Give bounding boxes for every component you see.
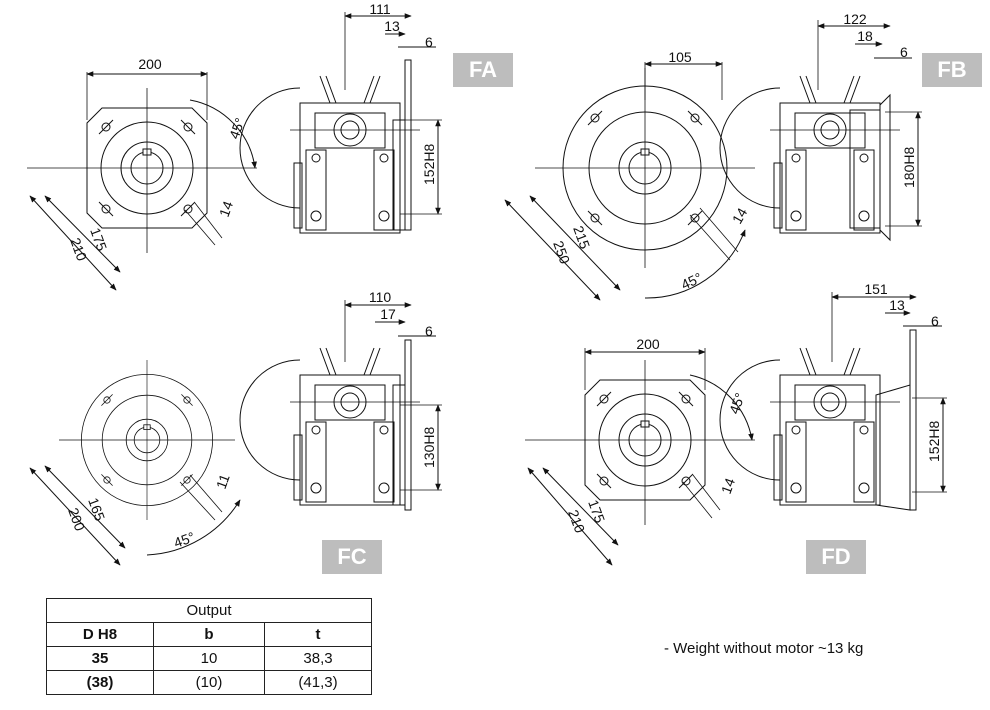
fd-badge: FD	[806, 540, 866, 574]
fc-thickness-dim: 6	[425, 323, 433, 339]
weight-note: - Weight without motor ~13 kg	[664, 640, 864, 657]
cell-d: 35	[46, 646, 154, 671]
fc-overall-dim: 110	[369, 289, 392, 305]
cell-t: 38,3	[264, 646, 372, 671]
table-row: (38) (10) (41,3)	[46, 670, 372, 695]
fb-angle-dim: 45°	[679, 269, 705, 292]
fb-spigot-dim: 18	[857, 28, 873, 44]
fc-outer-dim: 200	[65, 506, 88, 534]
fa-angle-dim: 45°	[226, 116, 248, 141]
fa-spigot-dim: 13	[384, 18, 400, 34]
cell-b: (10)	[153, 670, 265, 695]
fb-pcd-dim: 215	[570, 224, 593, 252]
fa-thickness-dim: 6	[425, 34, 433, 50]
fd-overall-dim: 151	[864, 281, 888, 297]
table-header-row: D H8 b t	[46, 622, 372, 647]
fd-pcd-dim: 175	[585, 498, 608, 526]
fa-overall-dim: 111	[369, 1, 390, 17]
fc-pcd-dim: 165	[85, 496, 108, 524]
fa-outer-dim: 210	[67, 236, 90, 264]
fb-hole-dim: 14	[729, 205, 751, 227]
fb-overall-dim: 122	[843, 11, 867, 27]
cell-b: 10	[153, 646, 265, 671]
fa-width-dim: 200	[138, 56, 162, 72]
fc-front-view: 165 200 45° 11	[29, 359, 241, 566]
fd-side-view: 151 13 6 152H8	[719, 281, 947, 511]
fc-badge: FC	[322, 540, 382, 574]
fa-hole-dim: 14	[216, 199, 236, 219]
fd-hole-dim: 14	[718, 476, 738, 496]
fa-side-view: 111 13 6 152H8	[239, 1, 442, 234]
fd-width-dim: 200	[636, 336, 660, 352]
fa-front-view: 200 175 210 45° 14	[26, 56, 258, 291]
header-t: t	[264, 622, 372, 647]
fb-pilot-dim: 180H8	[901, 147, 917, 188]
fc-pilot-dim: 130H8	[421, 427, 437, 468]
fd-spigot-dim: 13	[889, 297, 905, 313]
fc-side-view: 110 17 6 130H8	[239, 289, 442, 511]
table-row: 35 10 38,3	[46, 646, 372, 671]
fd-outer-dim: 210	[565, 508, 588, 536]
fb-badge: FB	[922, 53, 982, 87]
output-table: Output D H8 b t 35 10 38,3 (38) (10) (41…	[46, 598, 372, 695]
fb-thickness-dim: 6	[900, 44, 908, 60]
fb-outer-dim: 250	[550, 239, 573, 267]
fb-side-view: 122 18 6 180H8	[719, 11, 922, 242]
fd-angle-dim: 45°	[726, 391, 748, 416]
fc-hole-dim: 11	[213, 472, 233, 491]
fa-pcd-dim: 175	[87, 226, 110, 254]
table-caption: Output	[46, 598, 372, 623]
cell-d: (38)	[46, 670, 154, 695]
header-d: D H8	[46, 622, 154, 647]
fa-pilot-dim: 152H8	[421, 144, 437, 185]
fd-pilot-dim: 152H8	[926, 421, 942, 462]
fc-spigot-dim: 17	[380, 306, 396, 322]
header-b: b	[153, 622, 265, 647]
fb-front-view: 105 215 250 45° 14	[504, 49, 756, 301]
fd-front-view: 200 175 210 45° 14	[524, 336, 756, 566]
fa-badge: FA	[453, 53, 513, 87]
fb-width-dim: 105	[668, 49, 692, 65]
fd-thickness-dim: 6	[931, 313, 939, 329]
fc-angle-dim: 45°	[172, 529, 197, 551]
cell-t: (41,3)	[264, 670, 372, 695]
